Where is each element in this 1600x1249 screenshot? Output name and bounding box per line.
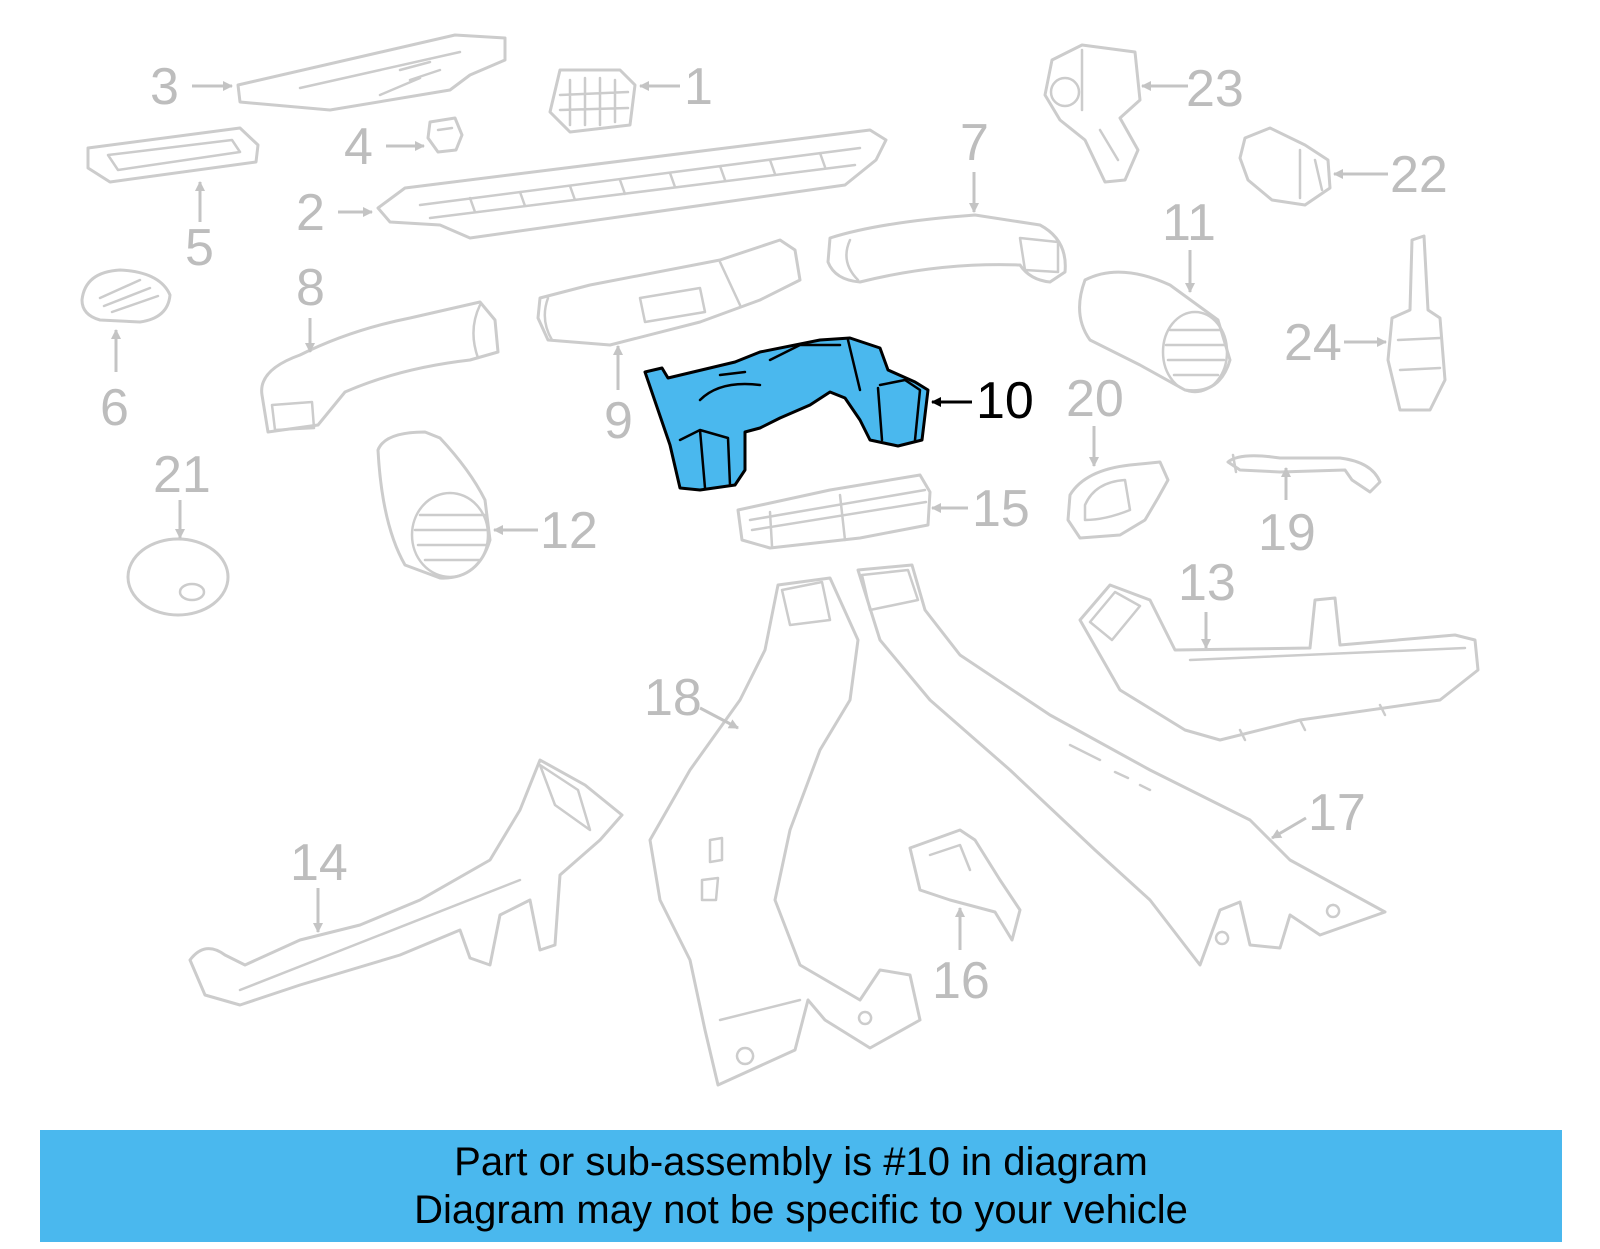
callout-2: 2 xyxy=(296,184,373,242)
svg-text:3: 3 xyxy=(150,58,179,116)
part-23[interactable] xyxy=(1043,43,1142,184)
callout-11: 11 xyxy=(1162,194,1216,293)
part-12[interactable] xyxy=(376,430,492,580)
svg-text:16: 16 xyxy=(932,952,990,1010)
part-13[interactable] xyxy=(1078,583,1480,742)
banner-line-1: Part or sub-assembly is #10 in diagram xyxy=(454,1140,1148,1184)
callout-18: 18 xyxy=(644,669,739,730)
svg-text:13: 13 xyxy=(1178,554,1236,612)
svg-text:11: 11 xyxy=(1162,194,1216,252)
callout-13: 13 xyxy=(1178,554,1236,649)
svg-text:12: 12 xyxy=(540,502,598,560)
svg-text:17: 17 xyxy=(1308,784,1366,842)
svg-text:6: 6 xyxy=(100,379,129,437)
svg-text:22: 22 xyxy=(1390,146,1448,204)
svg-text:4: 4 xyxy=(344,118,373,176)
callout-8: 8 xyxy=(296,259,325,353)
part-10-highlighted[interactable] xyxy=(643,336,930,492)
part-3[interactable] xyxy=(236,33,507,112)
callout-23: 23 xyxy=(1141,60,1244,118)
svg-text:1: 1 xyxy=(684,58,713,116)
part-24[interactable] xyxy=(1386,234,1447,412)
svg-text:20: 20 xyxy=(1066,370,1124,428)
part-20[interactable] xyxy=(1066,460,1170,540)
part-11[interactable] xyxy=(1078,270,1232,394)
callout-5: 5 xyxy=(185,181,214,277)
callout-20: 20 xyxy=(1066,370,1124,467)
svg-text:23: 23 xyxy=(1186,60,1244,118)
part-18[interactable] xyxy=(648,576,922,1087)
svg-text:9: 9 xyxy=(604,392,633,450)
callout-12: 12 xyxy=(493,502,598,560)
part-6[interactable] xyxy=(80,268,172,324)
part-21[interactable] xyxy=(126,537,230,617)
callout-16: 16 xyxy=(932,907,990,1010)
callout-14: 14 xyxy=(290,834,348,933)
part-5[interactable] xyxy=(86,126,260,184)
callout-9: 9 xyxy=(604,345,633,450)
svg-text:15: 15 xyxy=(972,480,1030,538)
svg-text:7: 7 xyxy=(960,114,989,172)
svg-text:8: 8 xyxy=(296,259,325,317)
svg-text:14: 14 xyxy=(290,834,348,892)
part-17[interactable] xyxy=(856,563,1387,967)
callout-17: 17 xyxy=(1271,784,1366,842)
callout-6: 6 xyxy=(100,329,129,437)
callout-21: 21 xyxy=(153,446,211,539)
part-2[interactable] xyxy=(376,128,888,240)
svg-text:5: 5 xyxy=(185,219,214,277)
banner-line-2: Diagram may not be specific to your vehi… xyxy=(414,1188,1188,1232)
callout-3: 3 xyxy=(150,58,233,116)
part-19[interactable] xyxy=(1226,453,1382,494)
svg-text:10: 10 xyxy=(976,372,1034,430)
callout-10: 10 xyxy=(931,372,1034,430)
callout-7: 7 xyxy=(960,114,989,213)
svg-text:21: 21 xyxy=(153,446,211,504)
part-22[interactable] xyxy=(1238,126,1332,207)
callout-4: 4 xyxy=(344,118,425,176)
svg-text:2: 2 xyxy=(296,184,325,242)
svg-text:24: 24 xyxy=(1284,314,1342,372)
part-16[interactable] xyxy=(908,828,1022,942)
part-15[interactable] xyxy=(736,473,932,550)
svg-text:19: 19 xyxy=(1258,504,1316,562)
part-9[interactable] xyxy=(536,238,802,347)
svg-text:18: 18 xyxy=(644,669,702,727)
part-7[interactable] xyxy=(826,213,1067,284)
callout-24: 24 xyxy=(1284,314,1387,372)
callout-15: 15 xyxy=(931,480,1030,538)
callout-1: 1 xyxy=(639,58,713,116)
part-14[interactable] xyxy=(188,758,624,1007)
part-4[interactable] xyxy=(426,116,464,154)
callout-22: 22 xyxy=(1333,146,1448,204)
part-8[interactable] xyxy=(260,300,500,434)
callout-19: 19 xyxy=(1258,467,1316,562)
part-1[interactable] xyxy=(548,68,637,134)
info-banner: Part or sub-assembly is #10 in diagram D… xyxy=(40,1130,1562,1242)
